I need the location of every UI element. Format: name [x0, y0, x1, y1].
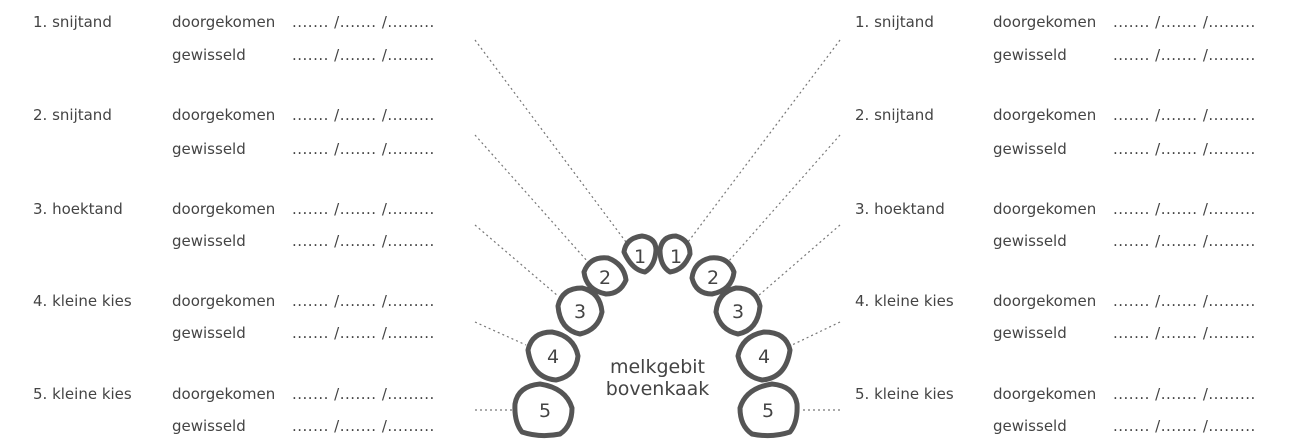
jaw-label-line2: bovenkaak — [605, 378, 710, 400]
date-blank-field[interactable]: ....... /....... /......... — [292, 324, 435, 342]
tooth-name: 2. snijtand — [33, 106, 112, 124]
status-erupted-label: doorgekomen — [993, 13, 1097, 31]
tooth-left-3 — [555, 285, 605, 337]
jaw-label-line1: melkgebit — [609, 356, 706, 378]
status-changed-label: gewisseld — [993, 417, 1067, 435]
tooth-left-1 — [621, 233, 659, 275]
status-erupted-label: doorgekomen — [993, 106, 1097, 124]
leader-left-3 — [474, 224, 559, 297]
date-blank-field[interactable]: ....... /....... /......... — [292, 200, 435, 218]
leader-right-1 — [687, 39, 841, 243]
status-erupted-label: doorgekomen — [172, 13, 276, 31]
tooth-right-4 — [735, 329, 793, 383]
date-blank-field[interactable]: ....... /....... /......... — [292, 417, 435, 435]
tooth-name: 5. kleine kies — [855, 385, 954, 403]
status-changed-label: gewisseld — [993, 324, 1067, 342]
status-erupted-label: doorgekomen — [993, 385, 1097, 403]
tooth-right-5 — [737, 381, 800, 439]
tooth-name: 3. hoektand — [33, 200, 123, 218]
status-changed-label: gewisseld — [172, 417, 246, 435]
status-changed-label: gewisseld — [993, 232, 1067, 250]
tooth-left-4 — [525, 329, 581, 383]
tooth-name: 3. hoektand — [855, 200, 945, 218]
tooth-name: 4. kleine kies — [855, 292, 954, 310]
status-changed-label: gewisseld — [993, 46, 1067, 64]
tooth-left-5 — [512, 381, 575, 439]
leader-left-4 — [474, 321, 527, 346]
date-blank-field[interactable]: ....... /....... /......... — [1113, 385, 1256, 403]
date-blank-field[interactable]: ....... /....... /......... — [292, 292, 435, 310]
date-blank-field[interactable]: ....... /....... /......... — [292, 13, 435, 31]
tooth-number-right-1: 1 — [670, 246, 682, 268]
tooth-number-left-3: 3 — [574, 301, 586, 323]
status-erupted-label: doorgekomen — [172, 292, 276, 310]
tooth-number-left-5: 5 — [539, 400, 551, 422]
date-blank-field[interactable]: ....... /....... /......... — [1113, 292, 1256, 310]
left-tooth-list: 1. snijtand doorgekomen ....... /.......… — [0, 0, 480, 439]
tooth-right-1 — [657, 233, 693, 275]
tooth-number-left-4: 4 — [547, 346, 559, 368]
date-blank-field[interactable]: ....... /....... /......... — [292, 46, 435, 64]
tooth-number-right-3: 3 — [732, 301, 744, 323]
date-blank-field[interactable]: ....... /....... /......... — [1113, 46, 1256, 64]
leader-right-2 — [727, 134, 841, 263]
status-changed-label: gewisseld — [172, 324, 246, 342]
tooth-number-right-2: 2 — [707, 267, 719, 289]
status-erupted-label: doorgekomen — [172, 106, 276, 124]
status-erupted-label: doorgekomen — [172, 200, 276, 218]
tooth-name: 2. snijtand — [855, 106, 934, 124]
status-erupted-label: doorgekomen — [993, 200, 1097, 218]
date-blank-field[interactable]: ....... /....... /......... — [292, 385, 435, 403]
date-blank-field[interactable]: ....... /....... /......... — [1113, 140, 1256, 158]
date-blank-field[interactable]: ....... /....... /......... — [1113, 13, 1256, 31]
leader-lines — [474, 39, 841, 411]
status-changed-label: gewisseld — [172, 46, 246, 64]
date-blank-field[interactable]: ....... /....... /......... — [292, 232, 435, 250]
date-blank-field[interactable]: ....... /....... /......... — [1113, 324, 1256, 342]
tooth-name: 1. snijtand — [33, 13, 112, 31]
status-changed-label: gewisseld — [172, 140, 246, 158]
tooth-left-2 — [581, 255, 629, 297]
tooth-right-3 — [713, 285, 763, 337]
tooth-name: 5. kleine kies — [33, 385, 132, 403]
status-erupted-label: doorgekomen — [172, 385, 276, 403]
tooth-right-2 — [689, 255, 737, 297]
date-blank-field[interactable]: ....... /....... /......... — [292, 140, 435, 158]
tooth-number-right-5: 5 — [762, 400, 774, 422]
tooth-number-right-4: 4 — [758, 346, 770, 368]
date-blank-field[interactable]: ....... /....... /......... — [1113, 106, 1256, 124]
leader-right-4 — [791, 321, 841, 346]
tooth-number-left-2: 2 — [599, 267, 611, 289]
status-erupted-label: doorgekomen — [993, 292, 1097, 310]
status-changed-label: gewisseld — [993, 140, 1067, 158]
status-changed-label: gewisseld — [172, 232, 246, 250]
leader-left-2 — [474, 134, 589, 263]
date-blank-field[interactable]: ....... /....... /......... — [292, 106, 435, 124]
date-blank-field[interactable]: ....... /....... /......... — [1113, 417, 1256, 435]
date-blank-field[interactable]: ....... /....... /......... — [1113, 232, 1256, 250]
leader-left-1 — [474, 39, 627, 243]
right-tooth-list: 1. snijtand doorgekomen ....... /.......… — [820, 0, 1305, 439]
leader-right-3 — [757, 224, 841, 297]
tooth-number-left-1: 1 — [634, 246, 646, 268]
tooth-name: 1. snijtand — [855, 13, 934, 31]
tooth-name: 4. kleine kies — [33, 292, 132, 310]
date-blank-field[interactable]: ....... /....... /......... — [1113, 200, 1256, 218]
